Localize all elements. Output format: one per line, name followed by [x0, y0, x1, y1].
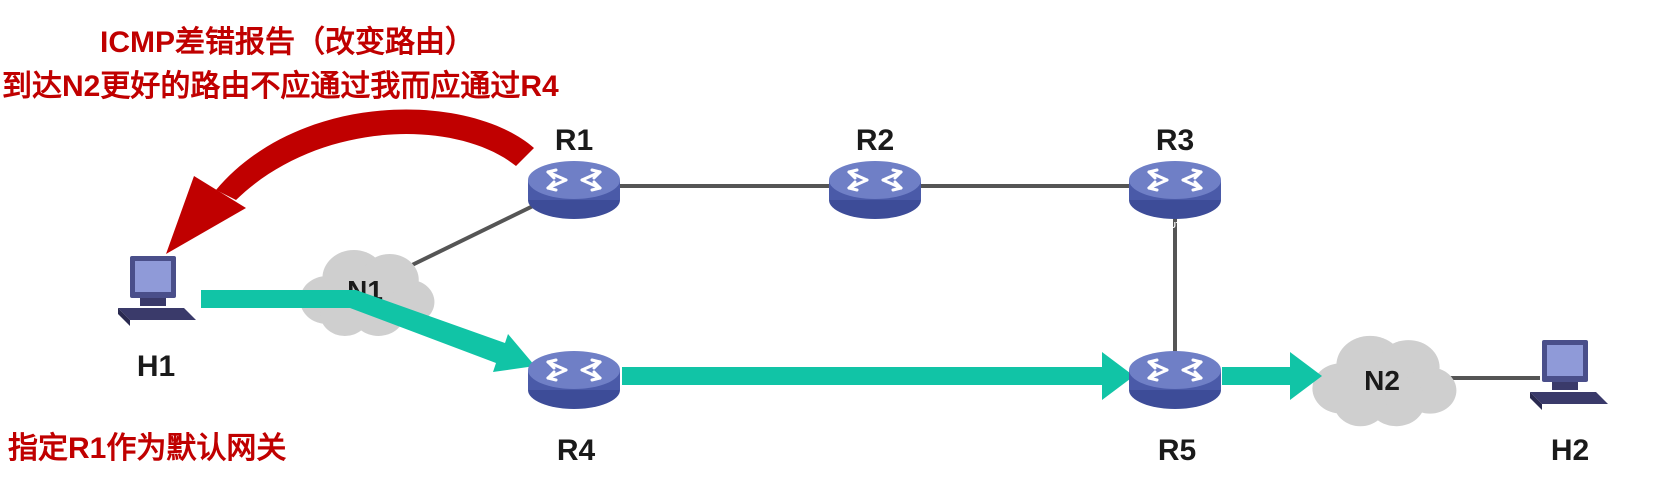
host-h1 — [118, 256, 196, 326]
router-caption-r2: ROUTER — [858, 221, 892, 230]
router-label-r3: R3 — [1155, 124, 1195, 157]
router-label-r2: R2 — [855, 124, 895, 157]
icmp-redirect-arrow — [166, 109, 534, 254]
host-h2 — [1530, 340, 1608, 410]
router-caption-r1: ROUTER — [557, 221, 591, 230]
path-arrow-r4-r5 — [622, 352, 1134, 400]
router-caption-r5: ROUTER — [1158, 411, 1192, 420]
default-gateway-note: 指定R1作为默认网关 — [8, 432, 287, 465]
router-label-r5: R5 — [1157, 434, 1197, 467]
network-cloud-n2: N2 — [1312, 335, 1457, 427]
forwarding-path — [201, 290, 1322, 400]
path-arrow-h1-r4 — [201, 290, 535, 372]
router-r5: ROUTER — [1127, 349, 1223, 420]
router-caption-r3: ROUTER — [1158, 221, 1192, 230]
router-label-r4: R4 — [556, 434, 596, 467]
icmp-report-title: ICMP差错报告（改变路由） — [100, 26, 475, 59]
router-label-r1: R1 — [554, 124, 594, 157]
router-r1: ROUTER — [526, 159, 622, 230]
router-caption-r4: ROUTER — [557, 411, 591, 420]
host-label-h2: H2 — [1550, 434, 1590, 467]
icmp-report-subtitle: 到达N2更好的路由不应通过我而应通过R4 — [2, 70, 559, 103]
router-r4: ROUTER — [526, 349, 622, 420]
router-r3: ROUTER — [1127, 159, 1223, 230]
path-arrow-r5-n2 — [1222, 352, 1322, 400]
host-label-h1: H1 — [136, 350, 176, 383]
router-r2: ROUTER — [827, 159, 923, 230]
network-label-n2: N2 — [1364, 365, 1400, 396]
